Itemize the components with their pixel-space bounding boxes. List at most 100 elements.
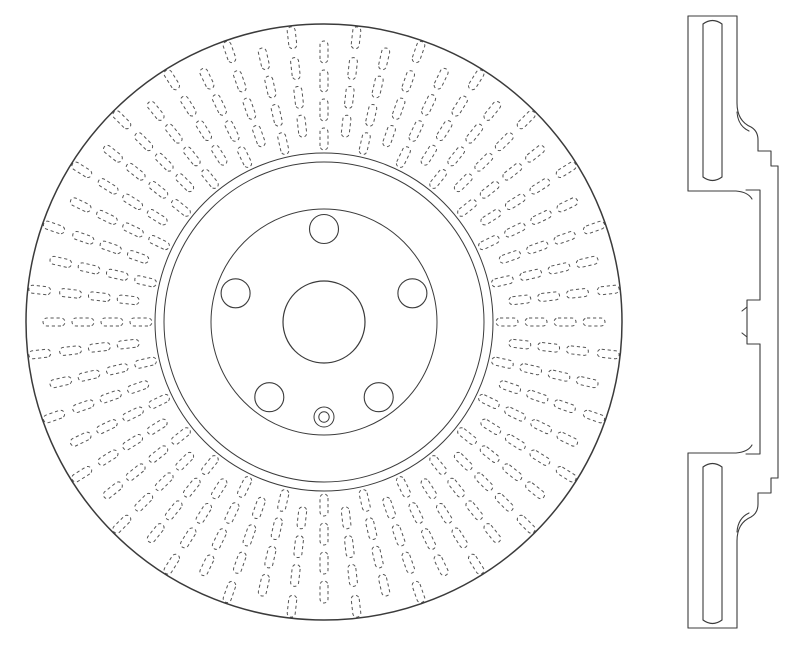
cooling-dimple-slot [435,120,453,142]
cooling-dimple-slot [77,369,101,382]
cooling-dimple-slot [105,268,129,281]
hat-inner-wall-upper [745,189,761,301]
cooling-dimple-slot [129,317,153,327]
cooling-dimple-slot [257,47,270,71]
cooling-dimple-slot [126,380,150,394]
cooling-dimple-slot [319,493,329,517]
cooling-dimple-slot [457,199,478,217]
cooling-slot-pattern [28,26,620,618]
cooling-dimple-slot [126,250,150,264]
cooling-dimple-slot [519,363,543,376]
cooling-dimple-slot [122,222,144,238]
hat-transition-inner-lower [736,512,750,533]
cooling-dimple-slot [148,445,169,464]
cooling-dimple-slot [180,527,197,549]
cooling-dimple-slot [575,255,599,268]
cooling-dimple-slot [467,553,485,575]
cooling-dimple-slot [148,393,170,409]
cooling-dimple-slot [99,240,122,255]
cooling-dimple-slot [553,230,576,245]
set-screw-hole [313,406,335,428]
bore-chamfer-upper [741,306,748,312]
cooling-dimple-slot [508,338,532,350]
cooling-dimple-slot [447,146,466,167]
cooling-dimple-slot [526,389,549,404]
lug-hole [397,278,428,309]
cooling-dimple-slot [382,124,396,148]
cooling-dimple-slot [146,418,168,436]
cooling-dimple-slot [237,476,253,498]
cooling-dimple-slot [72,399,95,414]
center-bore [282,280,366,364]
cooling-dimple-slot [154,152,174,172]
cooling-dimple-slot [483,100,502,121]
cooling-dimple-slot [154,472,174,492]
cooling-dimple-slot [270,517,283,541]
set-screw-inner [318,411,330,423]
cooling-dimple-slot [211,528,227,550]
cooling-dimple-slot [319,551,329,575]
cooling-dimple-slot [182,477,201,498]
cooling-dimple-slot [525,481,546,500]
cooling-dimple-slot [553,399,576,414]
cooling-dimple-slot [408,502,424,524]
cooling-dimple-slot [286,26,298,50]
cooling-dimple-slot [232,551,247,574]
cooling-dimple-slot [537,291,561,302]
cooling-dimple-slot [99,389,122,404]
cooling-dimple-slot [391,97,406,120]
cooling-dimple-slot [371,75,384,99]
cooling-dimple-slot [420,478,438,500]
cooling-dimple-slot [478,235,500,251]
cooling-dimple-slot [530,209,552,225]
cooling-dimple-slot [408,120,424,142]
cooling-dimple-slot [401,551,416,574]
cooling-dimple-slot [87,291,111,302]
flange-step-upper [757,150,779,167]
cooling-dimple-slot [529,449,551,466]
flange-step-lower [757,477,779,494]
cooling-dimple-slot [358,132,371,155]
cooling-dimple-slot [547,262,571,275]
cooling-dimple-slot [224,502,240,524]
cooling-dimple-slot [296,114,308,138]
cooling-dimple-slot [555,465,577,483]
cooling-dimple-slot [42,220,66,235]
cooling-dimple-slot [222,40,237,64]
cooling-dimple-slot [556,197,579,213]
cooling-dimple-slot [72,230,95,245]
cooling-dimple-slot [525,144,546,163]
cooling-dimple-slot [252,124,266,148]
cooling-dimple-slot [365,103,378,127]
cooling-dimple-slot [237,146,253,168]
cooling-dimple-slot [420,144,438,166]
cooling-dimple-slot [163,553,181,575]
cooling-dimple-slot [252,496,266,520]
cooling-dimple-slot [429,455,447,476]
cooling-dimple-slot [401,70,416,93]
cooling-dimple-slot [175,173,195,193]
cooling-dimple-slot [270,103,283,127]
cooling-dimple-slot [134,356,157,369]
cooling-dimple-slot [378,47,391,71]
cooling-dimple-slot [125,463,146,482]
braking-band-inner-chamfer [163,161,485,483]
cooling-dimple-slot [170,427,191,445]
cooling-dimple-slot [556,431,579,447]
cooling-dimple-slot [96,419,118,435]
cooling-dimple-slot [277,489,290,512]
cooling-dimple-slot [516,514,536,534]
cooling-dimple-slot [69,431,92,447]
cooling-dimple-slot [195,502,213,524]
band-inner-edge-upper [687,190,753,200]
cooling-dimple-slot [358,489,371,512]
cooling-dimple-slot [395,476,411,498]
cooling-dimple-slot [257,573,270,597]
cooling-dimple-slot [340,114,352,138]
cooling-dimple-slot [148,180,169,199]
cooling-dimple-slot [290,563,301,587]
cooling-dimple-slot [59,345,83,356]
cooling-dimple-slot [201,168,219,189]
cooling-dimple-slot [519,268,543,281]
